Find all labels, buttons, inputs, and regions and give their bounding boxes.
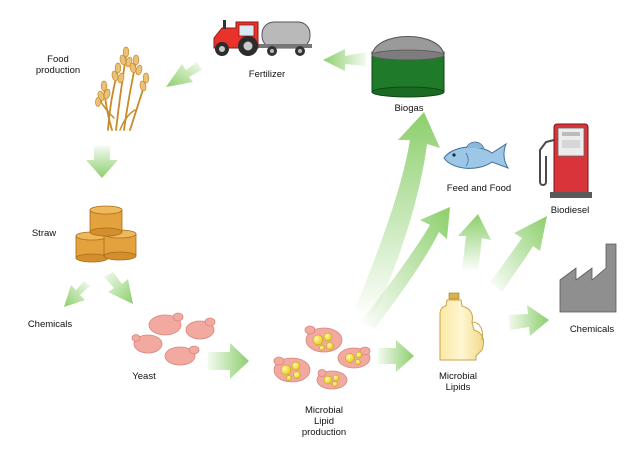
straw-bales-icon xyxy=(75,205,137,263)
wheat-icon xyxy=(95,46,150,131)
arrow-production-to-feed xyxy=(360,207,450,328)
label-fertilizer: Fertilizer xyxy=(248,69,286,80)
label-chemicals-left: Chemicals xyxy=(27,319,73,330)
arrow-production-to-biogas xyxy=(355,112,440,318)
lipid-cells-icon xyxy=(273,325,371,390)
arrow-lipids-to-chemicals xyxy=(508,305,549,336)
tractor-icon xyxy=(213,20,312,56)
yeast-cells-icon xyxy=(131,312,216,366)
factory-icon xyxy=(559,243,617,313)
arrow-straw-to-chemicals xyxy=(64,281,90,307)
label-food-production: Food production xyxy=(35,54,81,76)
arrow-food-to-straw xyxy=(86,146,118,178)
arrow-lipids-to-feed xyxy=(458,214,491,272)
biogas-tank-icon xyxy=(371,36,445,98)
arrow-straw-to-yeast xyxy=(104,272,133,304)
arrow-production-to-lipids xyxy=(378,340,414,372)
arrow-yeast-to-lipid-production xyxy=(208,343,249,379)
fuel-pump-icon xyxy=(539,123,592,198)
label-straw: Straw xyxy=(31,228,57,239)
label-microbial-lipids: Microbial Lipids xyxy=(438,371,477,393)
arrow-fertilizer-to-food xyxy=(166,62,202,87)
fish-icon xyxy=(443,141,510,169)
arrow-lipids-to-biodiesel xyxy=(490,216,547,292)
oil-bottle-icon xyxy=(439,292,485,361)
label-chemicals-right: Chemicals xyxy=(569,324,615,335)
label-yeast: Yeast xyxy=(132,371,156,382)
label-biodiesel: Biodiesel xyxy=(550,205,590,216)
label-biogas: Biogas xyxy=(394,103,424,114)
arrow-biogas-to-fertilizer xyxy=(323,49,366,71)
label-feed-and-food: Feed and Food xyxy=(446,183,512,194)
label-microbial-lipid-production: Microbial Lipid production xyxy=(301,405,347,438)
